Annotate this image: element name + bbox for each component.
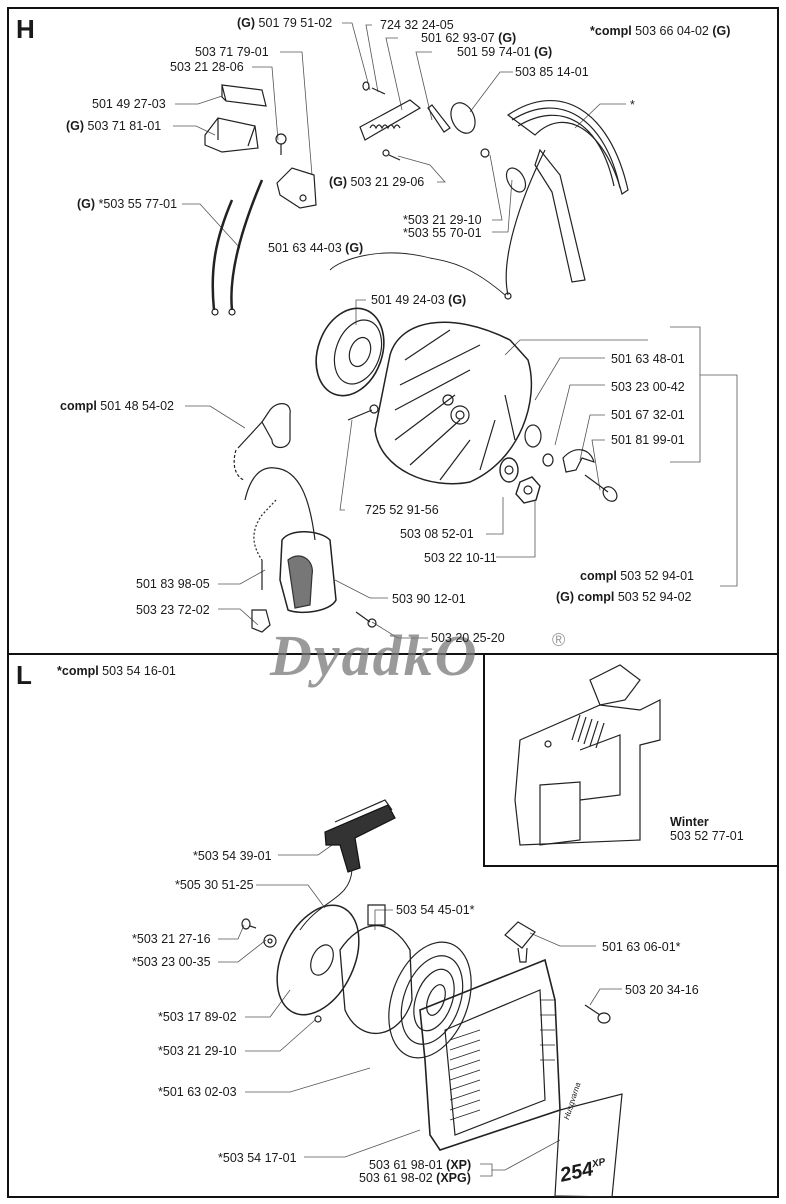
part-label[interactable]: 503 20 25-20: [431, 631, 505, 645]
starter-parts: [241, 799, 623, 1198]
part-label[interactable]: *503 54 39-01: [193, 849, 272, 863]
part-label[interactable]: *501 63 02-03: [158, 1085, 237, 1099]
part-label[interactable]: 501 49 27-03: [92, 97, 166, 111]
part-label[interactable]: 724 32 24-05: [380, 18, 454, 32]
part-label[interactable]: 501 81 99-01: [611, 433, 685, 447]
part-label[interactable]: 501 67 32-01: [611, 408, 685, 422]
part-label[interactable]: compl 501 48 54-02: [60, 399, 174, 413]
part-label[interactable]: 503 90 12-01: [392, 592, 466, 606]
part-label-kit[interactable]: (G) compl 503 52 94-02: [556, 590, 692, 604]
leader-lines: [173, 22, 738, 1177]
winter-kit-title: Winter: [670, 815, 709, 829]
part-label[interactable]: 725 52 91-56: [365, 503, 439, 517]
part-label[interactable]: 501 63 06-01*: [602, 940, 681, 954]
winter-kit-inset: [483, 653, 779, 867]
section-l-letter: L: [16, 660, 32, 690]
part-label-kit[interactable]: *compl 503 66 04-02 (G): [590, 24, 731, 38]
ignition-parts: [204, 81, 629, 633]
part-label[interactable]: *503 23 00-35: [132, 955, 211, 969]
part-label[interactable]: *503 17 89-02: [158, 1010, 237, 1024]
part-label[interactable]: 501 62 93-07 (G): [421, 31, 517, 45]
watermark-logo: DyadkO: [270, 623, 479, 688]
winter-cover-drawing: [514, 664, 661, 846]
part-label[interactable]: 503 08 52-01: [400, 527, 474, 541]
part-label[interactable]: 503 61 98-01 (XP): [369, 1158, 472, 1172]
part-label[interactable]: 503 23 00-42: [611, 380, 685, 394]
part-label[interactable]: 503 54 45-01*: [396, 903, 475, 917]
part-label[interactable]: *503 21 27-16: [132, 932, 211, 946]
registered-mark: ®: [552, 630, 566, 650]
part-label[interactable]: 501 63 48-01: [611, 352, 685, 366]
section-l-frame: [7, 653, 779, 1198]
part-label[interactable]: 503 85 14-01: [515, 65, 589, 79]
part-label[interactable]: 503 61 98-02 (XPG): [359, 1171, 471, 1185]
part-label[interactable]: *503 54 17-01: [218, 1151, 297, 1165]
part-label[interactable]: 501 63 44-03 (G): [268, 241, 364, 255]
part-label[interactable]: (G) 503 71 81-01: [66, 119, 162, 133]
decal-outline: [554, 1093, 623, 1198]
part-label-kit[interactable]: *compl 503 54 16-01: [57, 664, 176, 678]
part-label[interactable]: 501 49 24-03 (G): [371, 293, 467, 307]
part-label[interactable]: 503 22 10-11: [424, 551, 497, 565]
part-label[interactable]: 503 20 34-16: [625, 983, 699, 997]
part-label-kit[interactable]: compl 503 52 94-01: [580, 569, 694, 583]
part-label[interactable]: 503 23 72-02: [136, 603, 210, 617]
part-label[interactable]: *505 30 51-25: [175, 878, 254, 892]
part-label[interactable]: 501 59 74-01 (G): [457, 45, 553, 59]
section-h-letter: H: [16, 14, 35, 44]
part-label[interactable]: 503 71 79-01: [195, 45, 269, 59]
part-label-asterisk[interactable]: *: [630, 98, 635, 112]
part-label[interactable]: (G) *503 55 77-01: [77, 197, 178, 211]
part-label[interactable]: 503 21 28-06: [170, 60, 244, 74]
winter-kit-number[interactable]: 503 52 77-01: [670, 829, 744, 843]
part-label[interactable]: *503 21 29-10: [158, 1044, 237, 1058]
part-label[interactable]: (G) 501 79 51-02: [237, 16, 333, 30]
part-label[interactable]: *503 21 29-10: [403, 213, 482, 227]
part-label[interactable]: 501 83 98-05: [136, 577, 210, 591]
part-label[interactable]: *503 55 70-01: [403, 226, 482, 240]
part-label[interactable]: (G) 503 21 29-06: [329, 175, 425, 189]
